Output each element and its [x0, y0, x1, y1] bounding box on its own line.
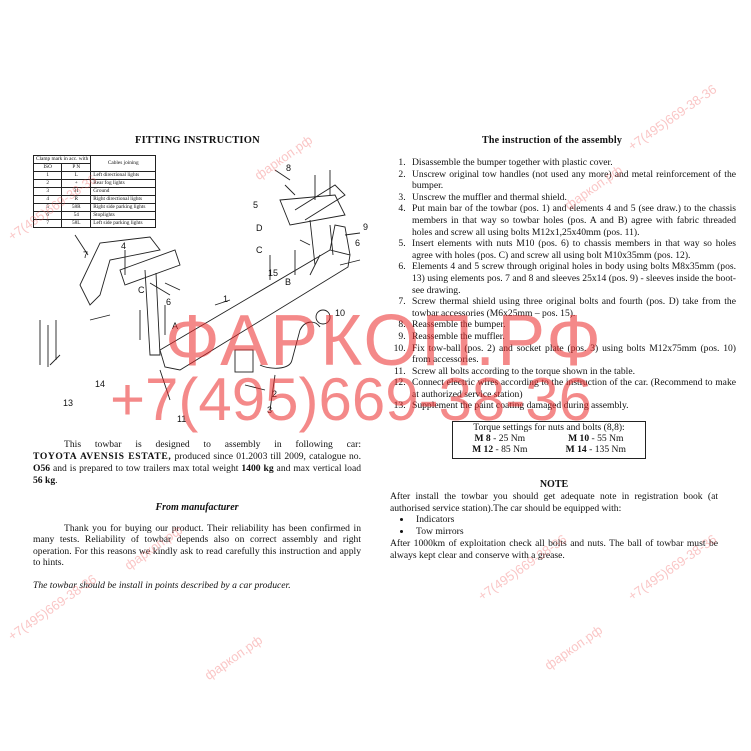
step-item: Screw thermal shield using three origina… [408, 296, 736, 319]
step-item: Fix tow-ball (pos. 2) and socket plate (… [408, 343, 736, 366]
car-intro-line: This towbar is designed to assembly in f… [64, 439, 361, 450]
text: produced since 01.2003 till 2009, catalo… [171, 451, 361, 462]
text: and max vertical load [273, 463, 362, 474]
towbar-drawing [39, 169, 361, 411]
step-item: Supplement the paint coating damaged dur… [408, 400, 736, 412]
car-model: TOYOTA AVENSIS ESTATE, [33, 451, 172, 462]
torque-row: M 12 - 85 Nm M 14 - 135 Nm [453, 444, 645, 455]
max-load: 56 kg [33, 475, 56, 486]
diagram-label: A [172, 321, 179, 331]
torque-settings-box: Torque settings for nuts and bolts (8,8)… [452, 421, 646, 459]
watermark-small-brand: фаркоп.рф [201, 632, 266, 683]
iso-cell: 7 [32, 219, 63, 228]
text: . [55, 475, 58, 486]
towbar-exploded-diagram: 8 5 D C 6 9 15 B 1 10 7 4 C 6 A 14 13 3 … [30, 155, 370, 425]
bolt-size: M 14 [565, 444, 587, 455]
diagram-label: C [138, 285, 145, 295]
equipment-item: Tow mirrors [412, 526, 464, 538]
watermark-small-phone: +7(495)669-38-36 [625, 81, 720, 154]
watermark-small-brand: фаркоп.рф [541, 622, 606, 673]
equipment-item: Indicators [412, 514, 464, 526]
torque-row: M 8 - 25 Nm M 10 - 55 Nm [453, 433, 645, 444]
torque-value: - 135 Nm [586, 444, 626, 455]
torque-item: M 12 - 85 Nm [472, 444, 527, 455]
step-item: Connect electric wires according to the … [408, 377, 736, 400]
maintenance-text: After 1000km of exploitation check all b… [390, 538, 718, 561]
diagram-label: 1 [223, 294, 229, 304]
bolt-size: M 10 [568, 433, 590, 444]
diagram-label: 9 [363, 222, 369, 232]
diagram-label: 8 [286, 163, 292, 173]
torque-value: - 25 Nm [490, 433, 526, 444]
step-item: Unscrew the muffler and thermal shield. [408, 192, 736, 204]
note-title: NOTE [539, 479, 569, 490]
cables-header: Cables joining [90, 155, 157, 172]
catalogue-number: O56 [33, 463, 51, 474]
assembly-steps: Disassemble the bumper together with pla… [390, 157, 736, 412]
diagram-label: 11 [177, 414, 187, 424]
text: and is prepared to tow trailers max tota… [50, 463, 242, 474]
note-text: After install the towbar you should get … [390, 491, 718, 514]
diagram-label: B [285, 277, 292, 287]
torque-value: - 85 Nm [493, 444, 528, 455]
step-item: Insert elements with nuts M10 (pos. 6) t… [408, 238, 736, 261]
diagram-label: 3 [267, 405, 273, 415]
diagram-label: 6 [166, 297, 172, 307]
step-item: Elements 4 and 5 screw through original … [408, 261, 736, 296]
step-item: Put main bar of the towbar (pos. 1) and … [408, 203, 736, 238]
install-note: The towbar should be install in points d… [33, 580, 291, 591]
fitting-instruction-title: FITTING INSTRUCTION [135, 135, 260, 146]
max-weight: 1400 kg [241, 463, 274, 474]
diagram-label: D [256, 223, 263, 233]
torque-item: M 8 - 25 Nm [474, 433, 525, 444]
diagram-label: 7 [83, 250, 89, 260]
car-description: This towbar is designed to assembly in f… [33, 439, 361, 487]
step-item: Unscrew original tow handles (not used a… [408, 169, 736, 192]
diagram-label: 6 [355, 238, 361, 248]
diagram-label: 14 [95, 379, 106, 389]
bolt-size: M 8 [474, 433, 491, 444]
diagram-label: 2 [272, 389, 278, 399]
step-item: Screw all bolts according to the torque … [408, 366, 736, 378]
diagram-label: 13 [63, 398, 74, 408]
bolt-size: M 12 [472, 444, 494, 455]
torque-item: M 14 - 135 Nm [566, 444, 626, 455]
torque-title: Torque settings for nuts and bolts (8,8)… [473, 422, 625, 433]
assembly-instruction-title: The instruction of the assembly [482, 135, 623, 146]
diagram-label: 5 [253, 200, 259, 210]
from-manufacturer-title: From manufacturer [155, 502, 239, 513]
step-item: Reassemble the bumper. [408, 319, 736, 331]
step-item: Reassemble the muffler. [408, 331, 736, 343]
cable-cell: Left side parking lights [90, 219, 157, 228]
diagram-label: C [256, 245, 263, 255]
required-equipment-list: Indicators Tow mirrors [390, 514, 464, 537]
torque-item: M 10 - 55 Nm [568, 433, 623, 444]
car-details: TOYOTA AVENSIS ESTATE, produced since 01… [33, 451, 361, 487]
torque-value: - 55 Nm [589, 433, 624, 444]
manufacturer-text: Thank you for buying our product. Their … [33, 523, 361, 568]
diagram-label: 4 [121, 241, 127, 251]
diagram-label: 15 [268, 268, 279, 278]
diagram-label: 10 [335, 308, 346, 318]
step-item: Disassemble the bumper together with pla… [408, 157, 736, 169]
